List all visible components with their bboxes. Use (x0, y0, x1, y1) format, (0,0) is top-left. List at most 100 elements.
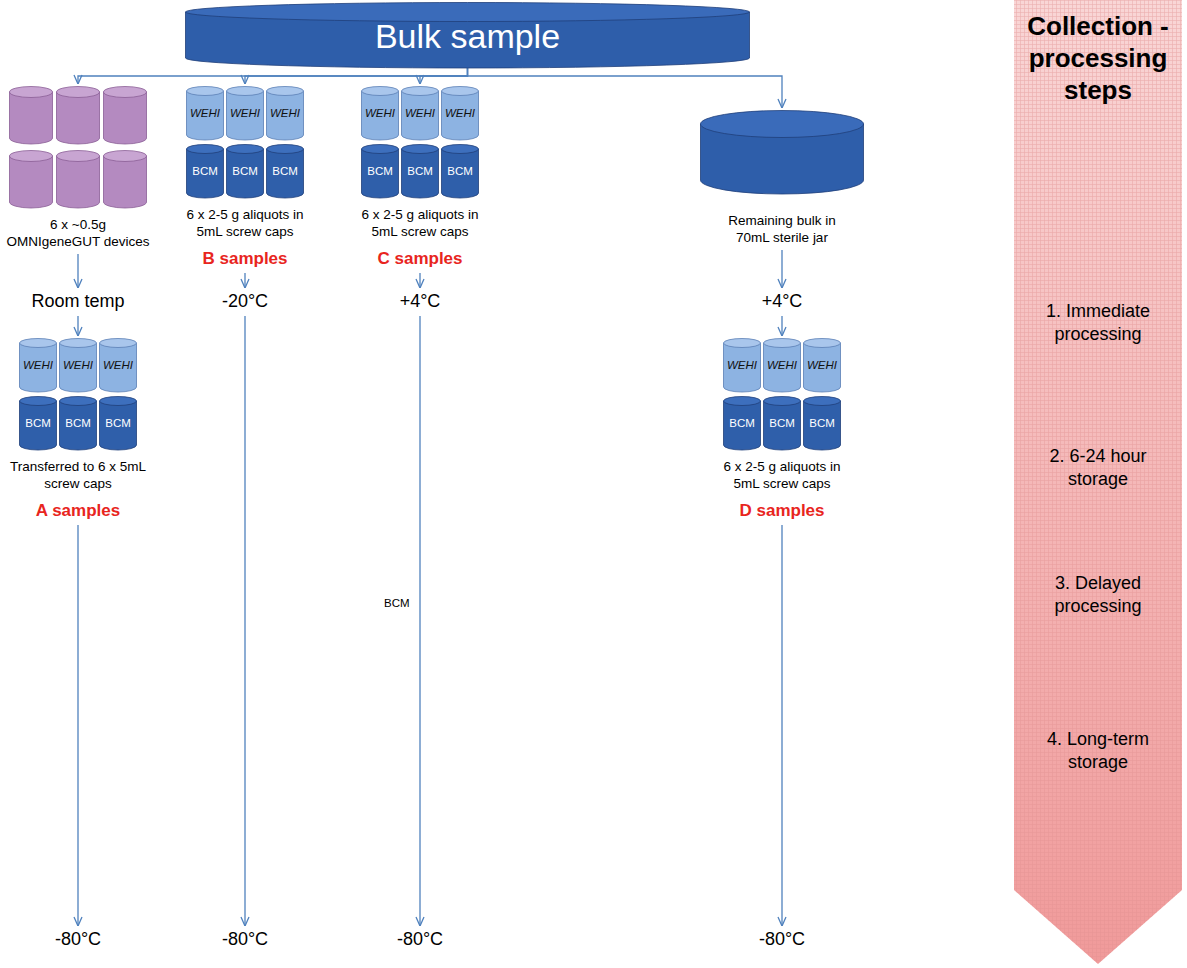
tube-label: BCM (99, 416, 137, 430)
tube-label: WEHI (226, 106, 264, 120)
sample-set-label: C samples (355, 249, 485, 269)
group-caption: 6 x 2-5 g aliquots in 5mL screw caps (355, 206, 485, 240)
sample-set-label: A samples (3, 501, 153, 521)
temperature-step: Room temp (18, 290, 138, 312)
tube-label: BCM (19, 416, 57, 430)
temperature-label: -80°C (18, 928, 138, 950)
tube-label: WEHI (99, 358, 137, 372)
step-label: 2. 6-24 hour storage (1014, 445, 1182, 491)
temperature-label: Room temp (18, 290, 138, 312)
temperature-label: -20°C (185, 290, 305, 312)
sample-tube: WEHI (723, 338, 761, 392)
flow-arrow (468, 68, 783, 108)
flow-arrow (419, 316, 420, 926)
sample-tube: BCM (99, 396, 137, 450)
group-caption: 6 x 2-5 g aliquots in 5mL screw caps (180, 206, 310, 240)
tube-label: WEHI (186, 106, 224, 120)
tube-label: BCM (723, 416, 761, 430)
sample-tube: WEHI (266, 86, 304, 140)
temperature-step: -80°C (185, 928, 305, 950)
temperature-step: -80°C (722, 928, 842, 950)
group-caption: Remaining bulk in 70mL sterile jar (697, 212, 867, 246)
bulk-sample-container: Bulk sample (185, 2, 750, 68)
temperature-step: -80°C (360, 928, 480, 950)
flow-arrow (781, 525, 782, 926)
sample-tube: BCM (723, 396, 761, 450)
sample-set-label: B samples (180, 249, 310, 269)
step-label: 1. Immediate processing (1014, 300, 1182, 346)
flow-arrow (77, 525, 78, 926)
sample-tube: BCM (763, 396, 801, 450)
tube-label: BCM (266, 164, 304, 178)
temperature-label: +4°C (722, 290, 842, 312)
device-group: 6 x ~0.5g OMNIgeneGUT devices (3, 86, 153, 250)
step-label: 4. Long-term storage (1014, 728, 1182, 774)
sample-tube: BCM (441, 144, 479, 198)
flow-arrow (781, 250, 782, 288)
sample-tube: WEHI (401, 86, 439, 140)
tube-label: WEHI (19, 358, 57, 372)
sample-tube: WEHI (99, 338, 137, 392)
tube-label: WEHI (723, 358, 761, 372)
sample-tube: WEHI (441, 86, 479, 140)
tube-label: BCM (763, 416, 801, 430)
tube-label: BCM (59, 416, 97, 430)
temperature-step: -80°C (18, 928, 138, 950)
temperature-step: -20°C (185, 290, 305, 312)
step-label: 3. Delayed processing (1014, 572, 1182, 618)
sample-tube: BCM (266, 144, 304, 198)
sample-tube: WEHI (803, 338, 841, 392)
flow-arrow (419, 273, 420, 288)
flow-arrow (77, 254, 78, 288)
steps-title: Collection - processing steps (1014, 10, 1182, 106)
temperature-label: +4°C (360, 290, 480, 312)
tube-label: BCM (803, 416, 841, 430)
flow-arrow (781, 316, 782, 336)
sample-tube: WEHI (59, 338, 97, 392)
tube-label: WEHI (266, 106, 304, 120)
sample-tube: BCM (19, 396, 57, 450)
group-caption: Transferred to 6 x 5mL screw caps (3, 458, 153, 492)
tube-label: WEHI (803, 358, 841, 372)
tube-label: WEHI (763, 358, 801, 372)
flow-arrow (244, 273, 245, 288)
bulk-title: Bulk sample (185, 16, 750, 56)
temperature-label: -80°C (722, 928, 842, 950)
sample-tube: BCM (186, 144, 224, 198)
flow-arrow (78, 68, 468, 84)
group-caption: 6 x ~0.5g OMNIgeneGUT devices (3, 216, 153, 250)
group-caption: 6 x 2-5 g aliquots in 5mL screw caps (712, 458, 852, 492)
temperature-step: +4°C (722, 290, 842, 312)
jar-shape (697, 110, 867, 196)
temperature-label: -80°C (185, 928, 305, 950)
aliquot-group: WEHIWEHIWEHIBCMBCMBCM6 x 2-5 g aliquots … (180, 86, 310, 269)
tube-label: BCM (401, 164, 439, 178)
omnigene-tubes (3, 86, 153, 210)
process-steps-arrow: Collection - processing steps 1. Immediat… (1000, 0, 1187, 968)
sample-tube: WEHI (763, 338, 801, 392)
temperature-label: -80°C (360, 928, 480, 950)
sample-tube: WEHI (186, 86, 224, 140)
sample-tube: BCM (401, 144, 439, 198)
tube-label: BCM (361, 164, 399, 178)
flow-arrow (245, 68, 468, 84)
tube-label: BCM (226, 164, 264, 178)
sample-tube: WEHI (226, 86, 264, 140)
tube-label: WEHI (401, 106, 439, 120)
tube-label: BCM (441, 164, 479, 178)
tube-label: WEHI (361, 106, 399, 120)
sample-tube: WEHI (361, 86, 399, 140)
aliquot-group: WEHIWEHIWEHIBCMBCMBCM6 x 2-5 g aliquots … (712, 338, 852, 521)
tube-label: BCM (186, 164, 224, 178)
tube-label: WEHI (441, 106, 479, 120)
temperature-step: +4°C (360, 290, 480, 312)
sample-tube: BCM (803, 396, 841, 450)
flow-arrow (244, 316, 245, 926)
tube-label: WEHI (59, 358, 97, 372)
aliquot-group: WEHIWEHIWEHIBCMBCMBCMTransferred to 6 x … (3, 338, 153, 521)
sample-tube: BCM (59, 396, 97, 450)
sample-tube: WEHI (19, 338, 57, 392)
sample-tube: BCM (361, 144, 399, 198)
